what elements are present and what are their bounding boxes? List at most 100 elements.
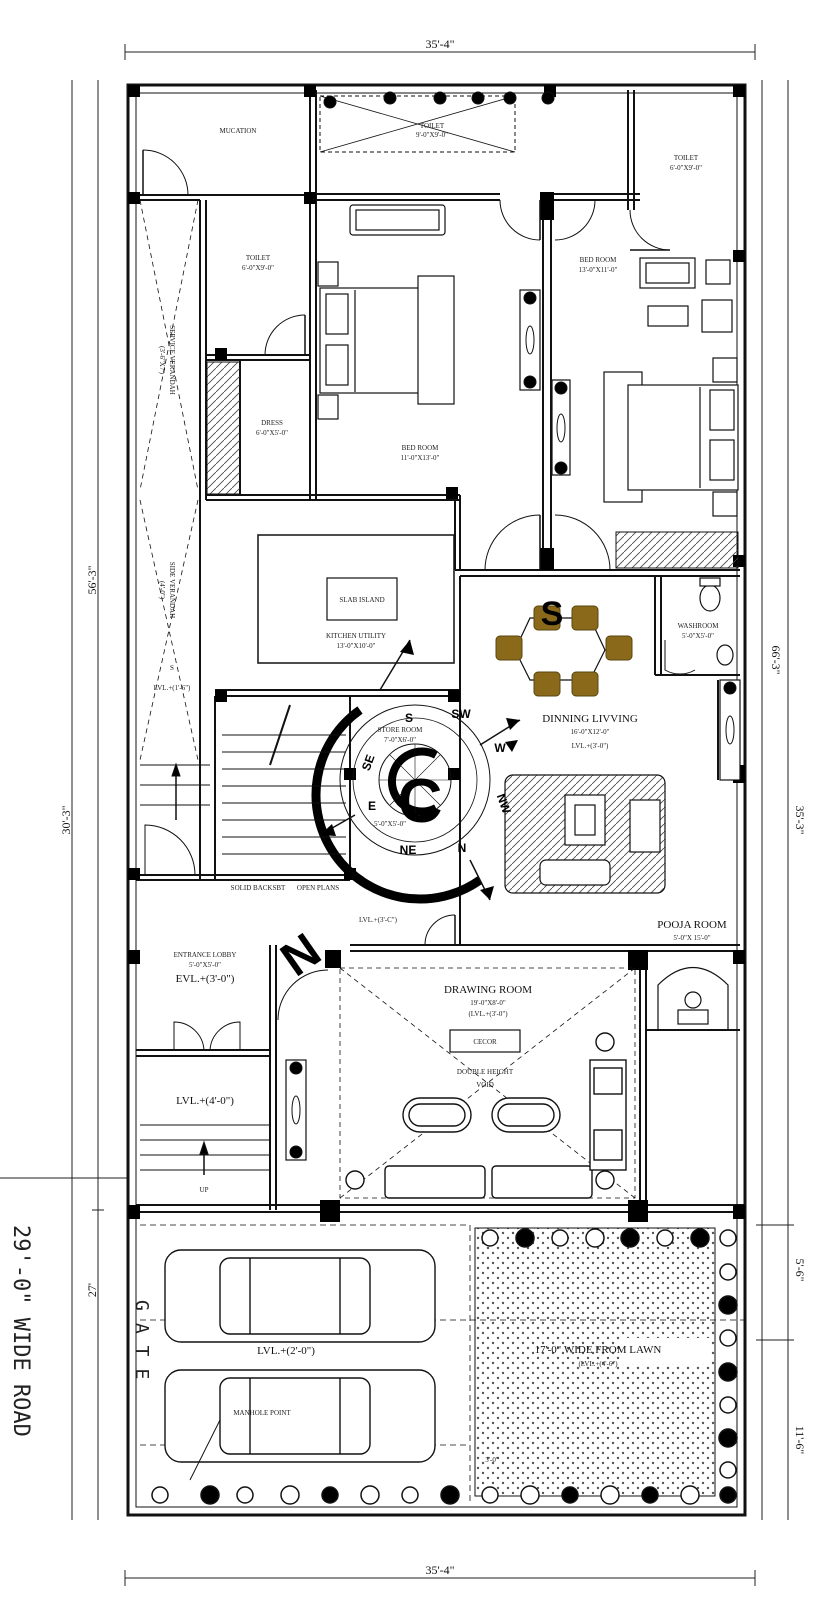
dim-right-b: 11'-6" bbox=[793, 1426, 807, 1455]
door-bedroom-bottom[interactable] bbox=[484, 514, 611, 571]
washroom-fixtures bbox=[664, 577, 734, 675]
manhole-leader bbox=[189, 1419, 221, 1481]
label-lawn-small: 3'-0" bbox=[485, 1456, 499, 1464]
label-lobby-lvl: EVL.+(3'-0") bbox=[176, 973, 235, 985]
label-store: STORE ROOM bbox=[378, 726, 424, 734]
label-up: UP bbox=[200, 1186, 209, 1194]
top-verandah bbox=[319, 91, 555, 153]
label-kitchen: KITCHEN UTILITY bbox=[326, 632, 386, 640]
planter-right bbox=[719, 679, 741, 781]
label-verandah-top-size: (3'-6"X7') bbox=[158, 346, 166, 375]
label-toilet: TOILET bbox=[674, 154, 699, 162]
label-pooja: POOJA ROOM bbox=[657, 919, 727, 931]
label-education: MUCATION bbox=[220, 127, 257, 135]
stairs-upper bbox=[140, 734, 346, 876]
compass-arrowheads bbox=[320, 640, 520, 900]
planter-strip bbox=[519, 289, 571, 476]
label-verandah-mid: SIDE VERANDAH bbox=[168, 562, 176, 618]
compass-w: W bbox=[494, 741, 506, 755]
gate-label: GATE bbox=[131, 1300, 152, 1391]
label-dress: DRESS bbox=[261, 419, 283, 427]
compass-ne: NE bbox=[400, 843, 417, 857]
drawing-box bbox=[449, 1029, 521, 1053]
label-dining-size: 16'-0"X12'-0" bbox=[571, 728, 610, 736]
label-bed-right-top-size: 13'-0"X11'-0" bbox=[579, 266, 618, 274]
label-kitchen-size: 13'-0"X10'-0" bbox=[337, 642, 376, 650]
label-manhole: MANHOLE POINT bbox=[233, 1409, 291, 1417]
dimension-lines bbox=[0, 44, 794, 1586]
label-lobby: ENTRANCE LOBBY bbox=[174, 951, 237, 959]
label-drawing-double: DOUBLE HEIGHT bbox=[457, 1068, 514, 1076]
label-drawing-size: 19'-0"X8'-0" bbox=[470, 999, 506, 1007]
door-center[interactable] bbox=[424, 914, 456, 946]
label-verandah-mid-size: (4'-0") bbox=[158, 581, 166, 600]
label-drawing-void: VOID bbox=[476, 1081, 494, 1089]
dim-right-mid: 35'-3" bbox=[793, 805, 807, 834]
door-lobby[interactable] bbox=[173, 969, 329, 1051]
drawing-void bbox=[339, 967, 636, 1199]
road-label: 29'-0" WIDE ROAD bbox=[8, 1225, 33, 1437]
label-lvl-left: LVL.+(1'-6") bbox=[154, 684, 191, 692]
label-backsbt: SOLID BACKSBT bbox=[231, 884, 286, 892]
label-compass-s-small: S bbox=[170, 664, 174, 672]
wardrobe-right bbox=[615, 531, 739, 569]
label-store-sub: 5'-0"X5'-0" bbox=[374, 820, 406, 828]
shrub-border bbox=[151, 1228, 738, 1505]
living-sofa-set bbox=[504, 774, 666, 894]
furniture-bedroom-right bbox=[603, 257, 739, 517]
label-lobby-size: 5'-0"X5'-0" bbox=[189, 961, 221, 969]
wardrobe-hatch bbox=[206, 361, 241, 495]
label-toilet-small-size: 6'-0"X9'-0" bbox=[242, 264, 274, 272]
planter-drawing bbox=[285, 1059, 307, 1161]
pooja-shrine bbox=[657, 966, 729, 1030]
service-verandah bbox=[139, 199, 199, 761]
drawing-furniture bbox=[345, 1032, 627, 1199]
door-education[interactable] bbox=[142, 149, 189, 196]
label-lvl-parking: LVL.+(2'-0") bbox=[257, 1345, 315, 1357]
label-drawing: DRAWING ROOM bbox=[444, 984, 532, 996]
label-open-plans: OPEN PLANS bbox=[297, 884, 339, 892]
door-bedroom-top[interactable] bbox=[499, 199, 596, 241]
label-washroom-size: 5'-0"X5'-0" bbox=[682, 632, 714, 640]
compass-n: N bbox=[458, 841, 467, 855]
label-verandah-top: SERVICE VERANDAH bbox=[168, 325, 176, 395]
stairs-front bbox=[140, 1124, 270, 1175]
lawn-label-bg bbox=[620, 1338, 710, 1364]
label-drawing-lvl: (LVL.+(3'-0") bbox=[468, 1010, 508, 1018]
label-toilet-small: TOILET bbox=[246, 254, 271, 262]
label-store-size: 7'-0"X6'-0" bbox=[384, 736, 416, 744]
dining-table bbox=[495, 605, 633, 697]
compass-nw: NW bbox=[494, 792, 514, 816]
sofa-bedroom-left bbox=[349, 204, 446, 236]
dim-left-parking: 27' bbox=[85, 1283, 99, 1297]
dim-left-total: 56'-3" bbox=[85, 565, 99, 594]
label-slab-island: SLAB ISLAND bbox=[339, 596, 384, 604]
label-lawn-lvl: (LVL.+(4'-6") bbox=[578, 1360, 618, 1368]
label-pooja-size: 5'-0"X 15'-0" bbox=[673, 934, 710, 942]
label-toilet-size: 6'-0"X9'-0" bbox=[670, 164, 702, 172]
car-top bbox=[164, 1249, 436, 1343]
label-washroom: WASHROOM bbox=[678, 622, 720, 630]
label-lvl-stair: LVL.+(4'-0") bbox=[176, 1095, 234, 1107]
compass-big-s: S bbox=[541, 595, 564, 633]
label-drawing-box: CECOR bbox=[473, 1038, 497, 1046]
compass-sw: SW bbox=[451, 707, 471, 721]
door-toilet[interactable] bbox=[629, 209, 671, 251]
dim-bottom: 35'-4" bbox=[425, 1563, 454, 1577]
label-dining: DINNING LIVVING bbox=[542, 713, 638, 725]
label-toilet-center: TOILET bbox=[420, 122, 445, 130]
slab-island bbox=[326, 577, 398, 621]
dim-left-front: 30'-3" bbox=[59, 805, 73, 834]
label-dress-size: 6'-0"X5'-0" bbox=[256, 429, 288, 437]
compass-e: E bbox=[368, 799, 376, 813]
dim-top: 35'-4" bbox=[425, 37, 454, 51]
label-toilet-center-size: 9'-0"X9'-0" bbox=[416, 131, 448, 139]
compass-se: SE bbox=[359, 753, 378, 773]
door-toilet-small[interactable] bbox=[264, 314, 306, 356]
label-lawn: 17'-0" WIDE FROM LAWN bbox=[535, 1344, 662, 1356]
car-bottom bbox=[164, 1369, 436, 1463]
label-bed-right-top: BED ROOM bbox=[580, 256, 618, 264]
dim-right-total: 66'-3" bbox=[769, 645, 783, 674]
compass-rose bbox=[269, 639, 521, 904]
compass-center-c: C bbox=[398, 767, 443, 836]
